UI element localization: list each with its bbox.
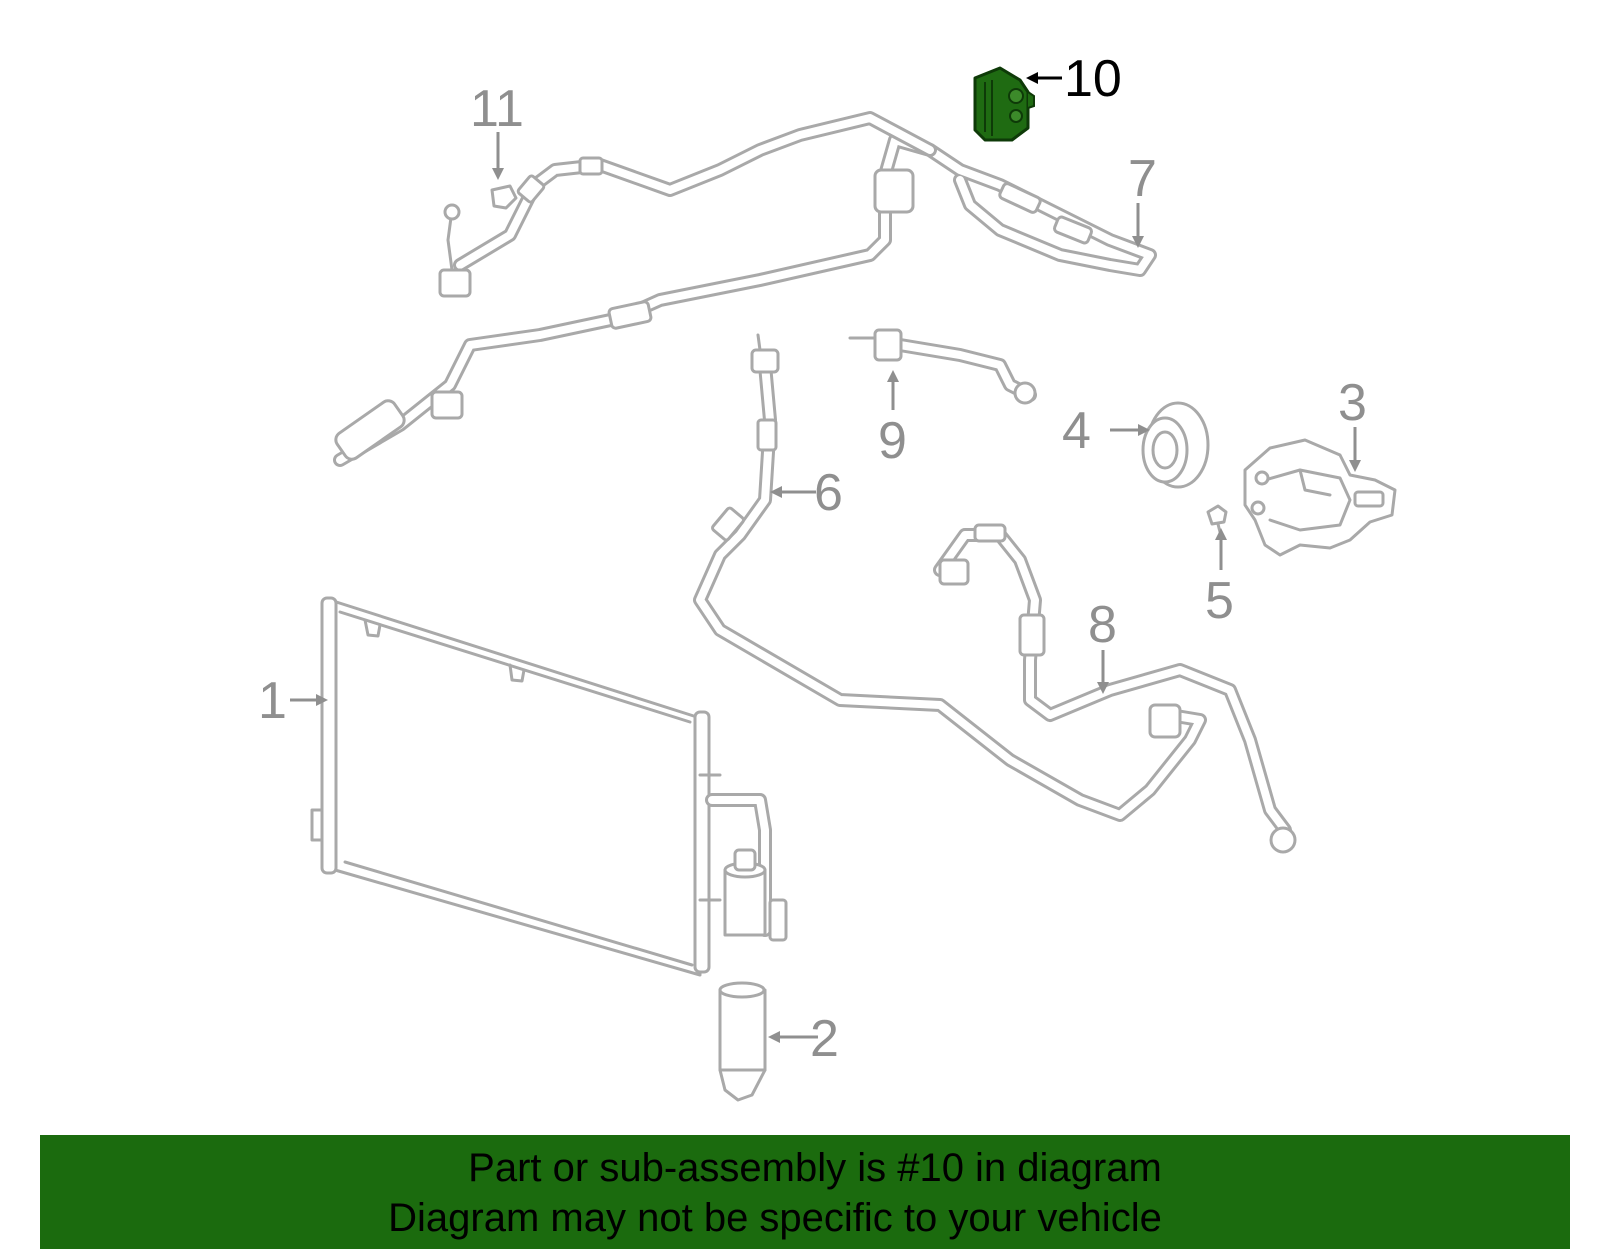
part-10-highlighted-block[interactable] bbox=[973, 66, 1035, 142]
callout-6: 6 bbox=[814, 464, 843, 522]
part-1-condenser[interactable] bbox=[310, 596, 722, 977]
part-5-bolt[interactable] bbox=[1206, 504, 1228, 534]
callout-2: 2 bbox=[810, 1010, 839, 1068]
part-2-receiver-drier[interactable] bbox=[705, 793, 788, 1102]
part-3-compressor[interactable] bbox=[1243, 438, 1397, 557]
callout-3: 3 bbox=[1338, 374, 1367, 432]
part-9-hose[interactable] bbox=[848, 328, 1037, 405]
callout-10: 10 bbox=[1064, 50, 1122, 108]
part-11-clip[interactable] bbox=[490, 184, 518, 210]
callout-8: 8 bbox=[1088, 596, 1117, 654]
callout-9: 9 bbox=[878, 412, 907, 470]
part-8-hose[interactable] bbox=[933, 523, 1297, 854]
part-7-hose-assembly[interactable] bbox=[333, 111, 1157, 467]
info-banner: Part or sub-assembly is #10 in diagram D… bbox=[40, 1135, 1570, 1249]
callout-1: 1 bbox=[258, 672, 287, 730]
callout-7: 7 bbox=[1128, 150, 1157, 208]
banner-line-disclaimer: Diagram may not be specific to your vehi… bbox=[388, 1196, 1162, 1240]
callout-4: 4 bbox=[1062, 402, 1091, 460]
banner-line-part-number: Part or sub-assembly is #10 in diagram bbox=[468, 1146, 1162, 1190]
part-4-pulley[interactable] bbox=[1141, 401, 1210, 489]
callout-11: 11 bbox=[470, 80, 524, 138]
callout-arrows bbox=[290, 72, 1361, 1043]
part-6-line[interactable] bbox=[693, 333, 1207, 822]
callout-5: 5 bbox=[1205, 572, 1234, 630]
